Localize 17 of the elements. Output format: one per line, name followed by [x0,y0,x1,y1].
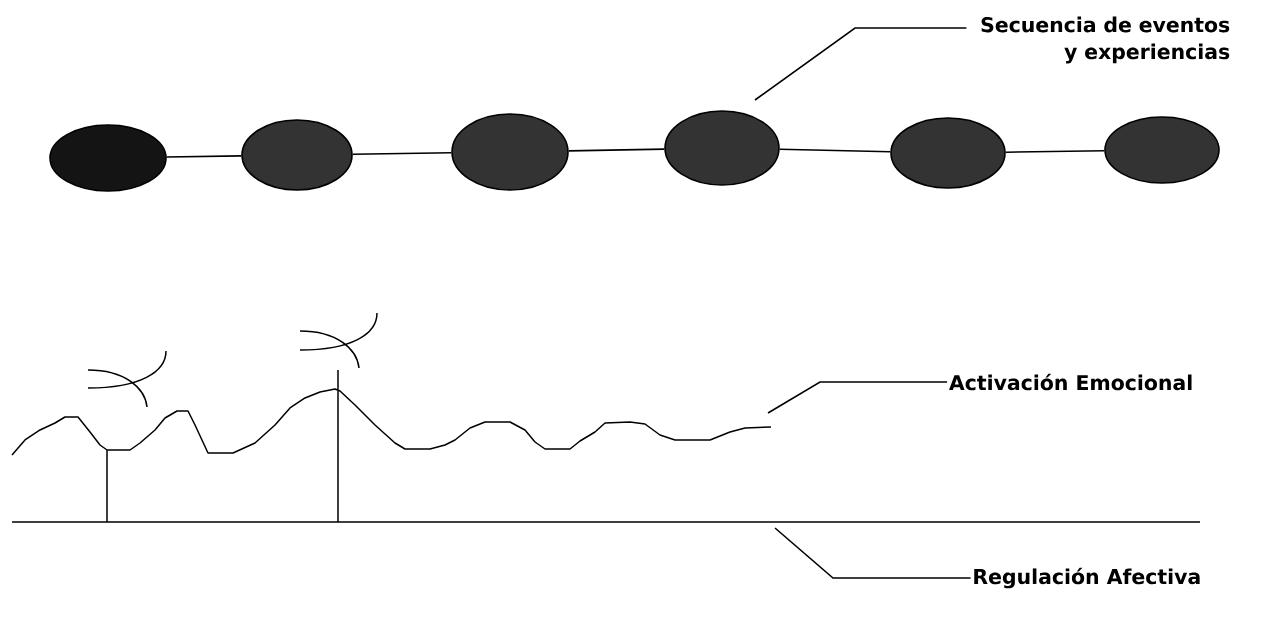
connector-line [1005,150,1105,153]
ellipse [49,124,167,192]
connector-line [778,148,892,153]
ellipse [241,119,353,191]
ellipse [451,113,569,191]
label-text: Secuencia de eventos y experiencias [981,16,1230,64]
leader-line [774,527,972,579]
ellipse [664,110,780,186]
connector-line [568,148,666,152]
connector-line [166,155,243,158]
ellipse [1104,116,1220,184]
leader-line [767,381,948,414]
ellipse [890,117,1006,189]
label-text: Activación Emocional [949,373,1192,391]
leader-line [754,27,968,101]
connector-line [352,152,453,155]
label-text: Regulación Afectiva [974,567,1200,589]
